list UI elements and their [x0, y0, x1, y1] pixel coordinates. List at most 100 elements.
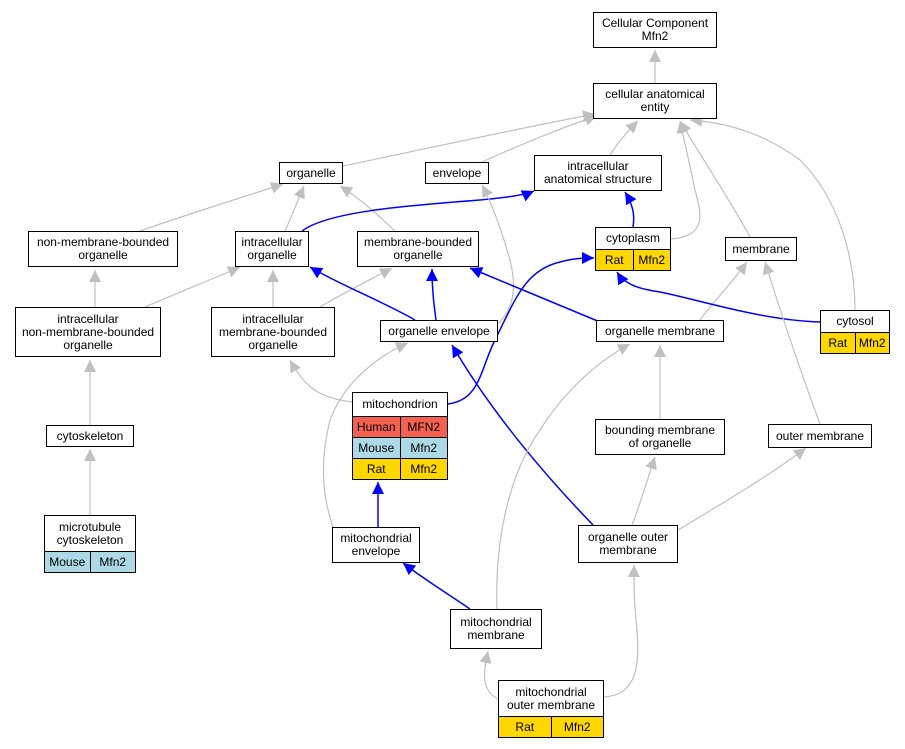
edge-ias-to-cae: [609, 120, 639, 156]
edge-momm-to-mito-mem: [479, 650, 499, 700]
edge-cytoplasm-to-ias: [624, 191, 637, 228]
node-label-line: non-membrane-bounded: [21, 324, 155, 339]
node-omem[interactable]: organelle membrane: [596, 320, 724, 342]
edge-mbo-to-organelle: [339, 185, 396, 232]
gene-cell: Mfn2: [550, 717, 604, 737]
node-membrane[interactable]: membrane: [725, 237, 797, 261]
gene-cell: MFN2: [399, 417, 448, 437]
node-label-line: Mfn2: [641, 29, 669, 43]
node-envelope[interactable]: envelope: [425, 162, 489, 184]
node-label-line: outer membrane: [506, 697, 596, 712]
node-label: outer membrane: [769, 425, 871, 447]
edge-omem-to-membrane: [699, 261, 748, 321]
node-label: cytoskeleton: [47, 426, 133, 446]
edge-mito-env-to-oenv: [322, 342, 409, 546]
edge-io-to-organelle: [284, 185, 305, 232]
edge-mito-to-cytoplasm: [447, 252, 595, 405]
node-label: organelle membrane: [597, 321, 723, 341]
edge-cytoplasm-to-cae: [670, 120, 701, 240]
gene-cell: Mfn2: [854, 333, 890, 353]
node-label-line: cytoskeleton: [56, 428, 124, 443]
node-label-line: microtubule: [58, 519, 122, 534]
edge-omem-to-mbo: [469, 267, 601, 323]
edge-mito-to-imbo: [289, 359, 353, 403]
node-label: organelle: [280, 163, 342, 183]
node-label-line: organelle envelope: [388, 323, 490, 338]
node-label-line: membrane-bounded: [218, 324, 328, 339]
node-label: cytoplasm: [596, 228, 670, 249]
node-label-line: of organelle: [628, 436, 692, 450]
edge-membrane-to-cae: [679, 120, 751, 238]
node-label-line: membrane: [467, 628, 525, 642]
node-oenv[interactable]: organelle envelope: [380, 320, 498, 342]
node-label-line: non-membrane-bounded: [36, 235, 170, 249]
node-label-line: intracellular: [241, 235, 303, 249]
edge-cytosol-to-cae: [689, 114, 856, 311]
edge-cytosol-to-cytoplasm: [616, 271, 821, 323]
node-label-line: intracellular: [242, 311, 304, 326]
edge-imbo-to-mbo: [319, 267, 393, 308]
node-label-line: organelle: [63, 337, 113, 352]
node-label-line: membrane: [732, 241, 790, 256]
node-label: envelope: [426, 163, 488, 183]
node-cytoskeleton[interactable]: cytoskeleton: [46, 425, 134, 447]
node-label-line: entity: [640, 100, 670, 114]
node-label-line: membrane-bounded: [363, 235, 473, 249]
edge-mito-mem-to-omem: [496, 343, 631, 610]
node-label: membrane: [726, 238, 796, 260]
node-label-line: envelope: [351, 544, 401, 558]
node-label: mitochondrion: [353, 393, 447, 416]
gene-cell: Mfn2: [89, 552, 136, 572]
node-label-line: mitochondrial: [460, 615, 532, 629]
node-label-line: Cellular Component: [601, 16, 709, 30]
node-organelle[interactable]: organelle: [279, 162, 343, 184]
node-label: cytosol: [821, 311, 889, 332]
species-row: Rat Mfn2: [821, 332, 889, 353]
node-label-line: bounding membrane: [604, 423, 716, 437]
species-cell: Rat: [828, 335, 848, 350]
node-label: organelle envelope: [381, 321, 497, 341]
edge-nmbo-to-organelle: [139, 182, 284, 232]
node-outer-mem[interactable]: outer membrane: [768, 424, 872, 448]
node-label-line: organelle outer: [587, 530, 669, 544]
edge-oom-to-bmo: [631, 456, 657, 526]
node-label-line: intracellular: [57, 311, 119, 326]
species-cell: Rat: [604, 252, 624, 267]
node-label-line: cytosol: [836, 314, 874, 328]
edge-inmbo-to-io: [144, 266, 241, 308]
node-label-line: organelle membrane: [604, 323, 716, 338]
edge-oenv-to-mbo: [426, 268, 439, 321]
node-label-line: organelle: [286, 165, 336, 180]
species-cell: Rat: [515, 719, 535, 734]
node-label-line: envelope: [432, 165, 482, 180]
